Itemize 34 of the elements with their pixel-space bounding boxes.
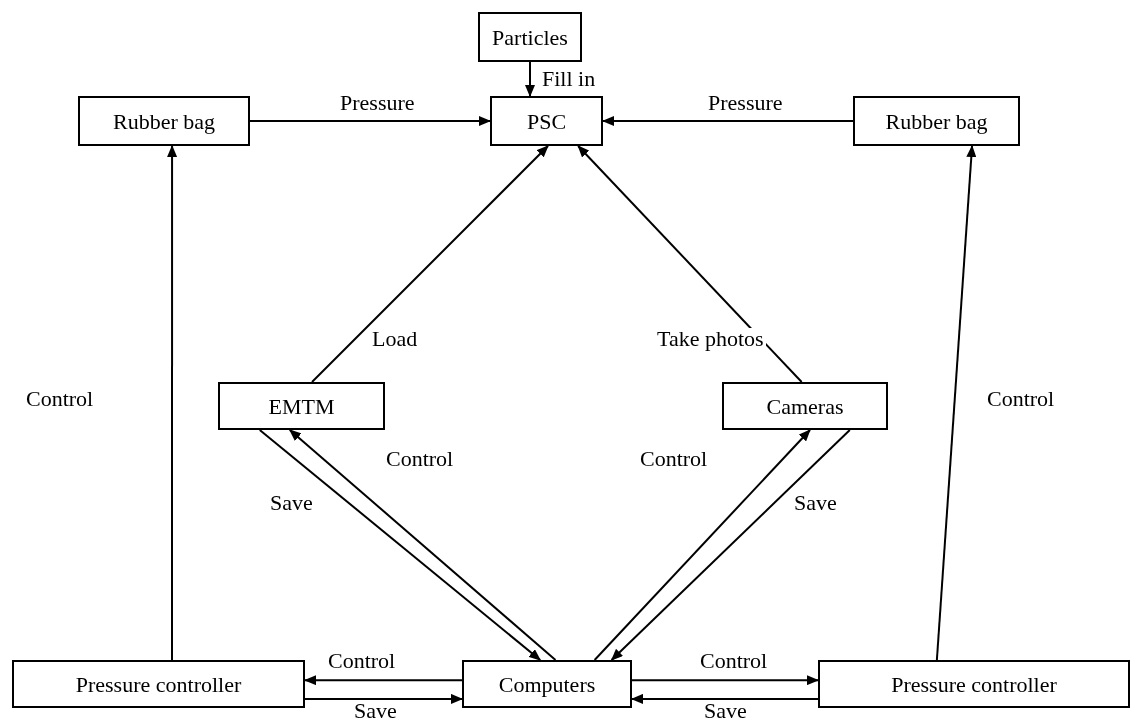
arrow	[935, 145, 977, 661]
arrow	[525, 61, 535, 97]
process-box	[490, 96, 603, 146]
arrow	[249, 116, 491, 126]
process-box	[78, 96, 250, 146]
process-box	[478, 12, 582, 62]
box-label: Particles	[492, 23, 568, 52]
arrow	[577, 145, 803, 383]
process-box	[722, 382, 888, 430]
process-box	[853, 96, 1020, 146]
box-label: EMTM	[268, 392, 335, 421]
box-label: Cameras	[766, 392, 844, 421]
edge-label: Take photos	[655, 328, 766, 350]
arrow	[631, 675, 819, 686]
box-label: Computers	[498, 670, 596, 699]
arrow	[593, 429, 811, 661]
box-label: Pressure controller	[75, 670, 242, 699]
arrow	[304, 693, 463, 704]
box-label: Rubber bag	[113, 107, 215, 136]
arrow	[631, 693, 819, 704]
process-box	[462, 660, 632, 708]
process-box	[218, 382, 385, 430]
arrow	[167, 145, 178, 661]
process-box	[818, 660, 1130, 708]
process-box	[12, 660, 305, 708]
arrow	[288, 429, 557, 661]
box-label: Pressure controller	[891, 670, 1057, 699]
arrow	[602, 116, 854, 126]
arrow	[610, 429, 851, 661]
box-label: Rubber bag	[885, 107, 988, 136]
arrow	[304, 675, 463, 686]
arrow	[258, 429, 542, 661]
arrow	[311, 145, 549, 383]
box-label: PSC	[526, 107, 567, 136]
